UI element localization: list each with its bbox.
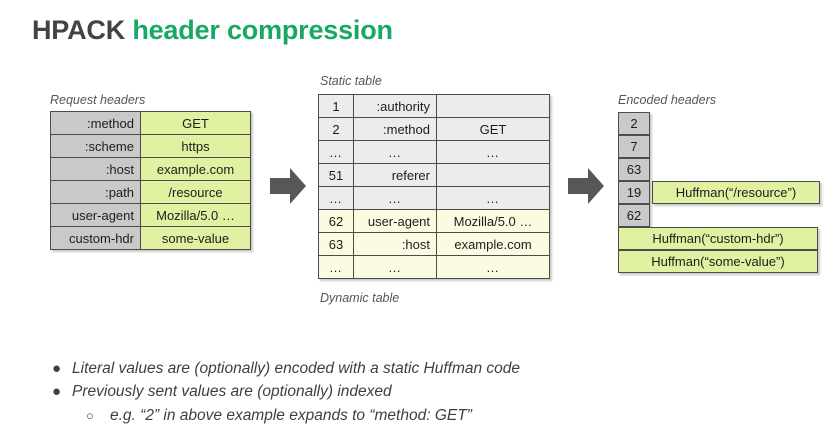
index-table-value: …	[436, 186, 550, 210]
bullet-item-1-text: Literal values are (optionally) encoded …	[72, 360, 521, 377]
request-header-value: example.com	[140, 157, 251, 181]
index-table-name: …	[353, 140, 437, 164]
request-header-name: :host	[50, 157, 141, 181]
encoded-header-index: 63	[618, 158, 650, 181]
index-table-value: …	[436, 140, 550, 164]
encoded-header-index: 62	[618, 204, 650, 227]
encoded-header-row: Huffman(“some-value”)	[618, 250, 818, 273]
encoded-header-huffman-literal: Huffman(“/resource”)	[652, 181, 820, 204]
request-header-value: /resource	[140, 180, 251, 204]
index-table-name: …	[353, 186, 437, 210]
table-row: ………	[318, 186, 550, 210]
index-table-name: :host	[353, 232, 437, 256]
encoded-header-huffman-literal: Huffman(“custom-hdr”)	[618, 227, 818, 250]
index-table-index: 51	[318, 163, 354, 187]
index-table-index: …	[318, 140, 354, 164]
bullet-item-1: ● Literal values are (optionally) encode…	[44, 358, 804, 380]
encoded-headers-caption: Encoded headers	[618, 93, 716, 107]
index-table-value: example.com	[436, 232, 550, 256]
bullet-subitem-1: ○ e.g. “2” in above example expands to “…	[44, 404, 804, 428]
encoded-header-row: Huffman(“custom-hdr”)	[618, 227, 818, 250]
index-table-value: …	[436, 255, 550, 279]
encoded-header-row: 7	[618, 135, 650, 158]
page-title: HPACK header compression	[32, 15, 393, 46]
index-table-index: 1	[318, 94, 354, 118]
request-headers-caption: Request headers	[50, 93, 146, 107]
index-table-index: 2	[318, 117, 354, 141]
bullet-marker-icon: ●	[52, 383, 62, 400]
bullet-sub-marker-icon: ○	[86, 408, 94, 423]
request-header-value: some-value	[140, 226, 251, 250]
arrow-right-icon-request-to-table	[268, 165, 308, 207]
index-table-name: referer	[353, 163, 437, 187]
request-header-name: :path	[50, 180, 141, 204]
index-table-value	[436, 94, 550, 118]
page-title-dark: HPACK	[32, 15, 125, 45]
encoded-header-huffman-literal: Huffman(“some-value”)	[618, 250, 818, 273]
index-table-name: :method	[353, 117, 437, 141]
encoded-header-index: 19	[618, 181, 650, 204]
dynamic-table-caption: Dynamic table	[320, 291, 400, 305]
request-header-name: user-agent	[50, 203, 141, 227]
request-header-value: https	[140, 134, 251, 158]
index-table-value: Mozilla/5.0 …	[436, 209, 550, 233]
request-header-value: Mozilla/5.0 …	[140, 203, 251, 227]
index-table-value: GET	[436, 117, 550, 141]
table-row: ………	[318, 140, 550, 164]
table-row: 1:authority	[318, 94, 550, 118]
encoded-header-row: 2	[618, 112, 650, 135]
index-table-index: …	[318, 186, 354, 210]
encoded-header-row: 62	[618, 204, 650, 227]
request-header-name: custom-hdr	[50, 226, 141, 250]
encoded-header-index: 7	[618, 135, 650, 158]
encoded-header-row: 63	[618, 158, 650, 181]
encoded-header-index: 2	[618, 112, 650, 135]
bullet-subitem-1-text: e.g. “2” in above example expands to “me…	[110, 407, 472, 424]
bullet-item-2: ● Previously sent values are (optionally…	[44, 381, 804, 403]
index-table-value	[436, 163, 550, 187]
arrow-right-icon-table-to-encoded	[566, 165, 606, 207]
index-table-index: …	[318, 255, 354, 279]
request-header-name: :method	[50, 111, 141, 135]
static-table-caption: Static table	[320, 74, 382, 88]
request-header-value: GET	[140, 111, 251, 135]
index-table-index: 62	[318, 209, 354, 233]
request-header-name: :scheme	[50, 134, 141, 158]
index-table-name: user-agent	[353, 209, 437, 233]
index-table-name: :authority	[353, 94, 437, 118]
page-title-green: header compression	[132, 15, 393, 45]
bullet-marker-icon: ●	[52, 360, 62, 377]
bullet-list: ● Literal values are (optionally) encode…	[44, 358, 804, 428]
table-row: :path/resource	[50, 180, 251, 204]
table-row: ………	[318, 255, 550, 279]
bullet-item-2-text: Previously sent values are (optionally) …	[72, 383, 392, 400]
index-table-index: 63	[318, 232, 354, 256]
index-table-name: …	[353, 255, 437, 279]
